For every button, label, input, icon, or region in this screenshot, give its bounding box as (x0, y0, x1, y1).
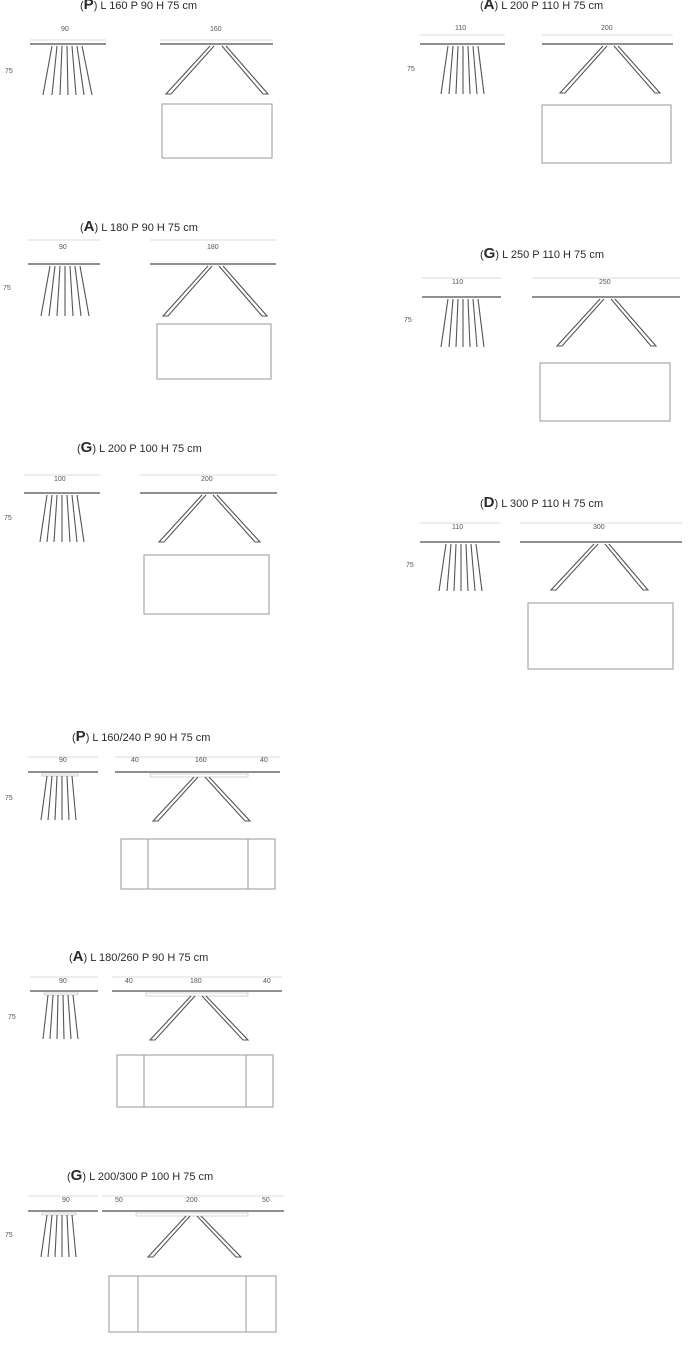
drawing-t7: 75 90 40 160 40 (5, 756, 280, 890)
top-view-t3 (156, 323, 272, 380)
front-view-t9 (146, 1215, 243, 1258)
front-view-t4 (555, 298, 658, 347)
length-dim-t9: 200 (186, 1197, 198, 1204)
front-view-t5 (157, 494, 262, 543)
drawing-t2: 75 110 200 (407, 25, 673, 164)
drawing-t3: 75 90 180 (3, 239, 276, 380)
table-title-t3: (A) L 180 P 90 H 75 cm (80, 218, 198, 235)
top-view-t6 (527, 602, 674, 670)
top-view-t9 (108, 1275, 277, 1333)
table-title-t4: (G) L 250 P 110 H 75 cm (480, 245, 604, 262)
width-dim-t3: 90 (59, 244, 67, 251)
drawing-t6: 75 110 300 (406, 522, 682, 670)
ext-dim-left-t9: 50 (115, 1197, 123, 1204)
ext-dim-right-t9: 50 (262, 1197, 270, 1204)
length-dim-t8: 180 (190, 978, 202, 985)
side-view-t5 (39, 494, 85, 543)
table-title-t6: (D) L 300 P 110 H 75 cm (480, 494, 604, 511)
side-view-t6 (438, 543, 483, 592)
width-dim-t4: 110 (452, 279, 463, 286)
drawing-t8: 75 90 40 180 40 (8, 976, 282, 1108)
length-dim-t4: 250 (599, 279, 611, 286)
top-view-t1 (161, 103, 273, 159)
side-view-t3 (40, 265, 90, 317)
height-dim-t4: 75 (404, 317, 412, 324)
length-dim-t3: 180 (207, 244, 219, 251)
top-view-t7 (120, 838, 276, 890)
height-dim-t3: 75 (3, 285, 11, 292)
length-dim-t5: 200 (201, 476, 213, 483)
top-view-t2 (541, 104, 672, 164)
top-view-t5 (143, 554, 270, 615)
drawing-t9: 75 90 50 200 50 (5, 1195, 284, 1333)
table-title-t9: (G) L 200/300 P 100 H 75 cm (67, 1167, 214, 1184)
width-dim-t9: 90 (62, 1197, 70, 1204)
height-dim-t8: 75 (8, 1014, 16, 1021)
height-dim-t2: 75 (407, 66, 415, 73)
side-view-t2 (440, 45, 485, 95)
front-view-t2 (558, 45, 662, 94)
width-dim-t2: 110 (455, 25, 466, 32)
length-dim-t6: 300 (593, 524, 605, 531)
height-dim-t5: 75 (4, 515, 12, 522)
length-dim-t2: 200 (601, 25, 613, 32)
side-view-t9 (40, 1214, 77, 1258)
height-dim-t1: 75 (5, 68, 13, 75)
table-title-t2: (A) L 200 P 110 H 75 cm (480, 0, 604, 13)
front-view-t8 (148, 995, 250, 1041)
side-view-t4 (440, 298, 485, 348)
height-dim-t7: 75 (5, 795, 13, 802)
top-view-t8 (116, 1054, 274, 1108)
front-view-t1 (164, 45, 270, 95)
ext-dim-left-t7: 40 (131, 757, 139, 764)
front-view-t6 (549, 543, 650, 591)
width-dim-t7: 90 (59, 757, 67, 764)
side-view-t8 (42, 994, 79, 1040)
length-dim-t1: 160 (210, 26, 222, 33)
table-title-t7: (P) L 160/240 P 90 H 75 cm (72, 728, 211, 745)
table-title-t1: (P) L 160 P 90 H 75 cm (80, 0, 198, 13)
ext-dim-right-t7: 40 (260, 757, 268, 764)
width-dim-t6: 110 (452, 524, 463, 531)
side-view-t1 (42, 45, 93, 96)
width-dim-t5: 100 (54, 476, 66, 483)
length-dim-t7: 160 (195, 757, 207, 764)
side-view-t7 (40, 775, 77, 821)
ext-dim-right-t8: 40 (263, 978, 271, 985)
front-view-t7 (151, 776, 252, 822)
drawing-t4: 75 110 250 (404, 277, 680, 422)
drawing-t5: 75 100 200 (4, 474, 277, 615)
ext-dim-left-t8: 40 (125, 978, 133, 985)
front-view-t3 (161, 265, 269, 317)
width-dim-t1: 90 (61, 26, 69, 33)
table-title-t5: (G) L 200 P 100 H 75 cm (77, 439, 202, 456)
top-view-t4 (539, 362, 671, 422)
drawing-t1: 75 90 160 (5, 26, 273, 159)
height-dim-t6: 75 (406, 562, 414, 569)
width-dim-t8: 90 (59, 978, 67, 985)
height-dim-t9: 75 (5, 1232, 13, 1239)
table-title-t8: (A) L 180/260 P 90 H 75 cm (69, 948, 209, 965)
